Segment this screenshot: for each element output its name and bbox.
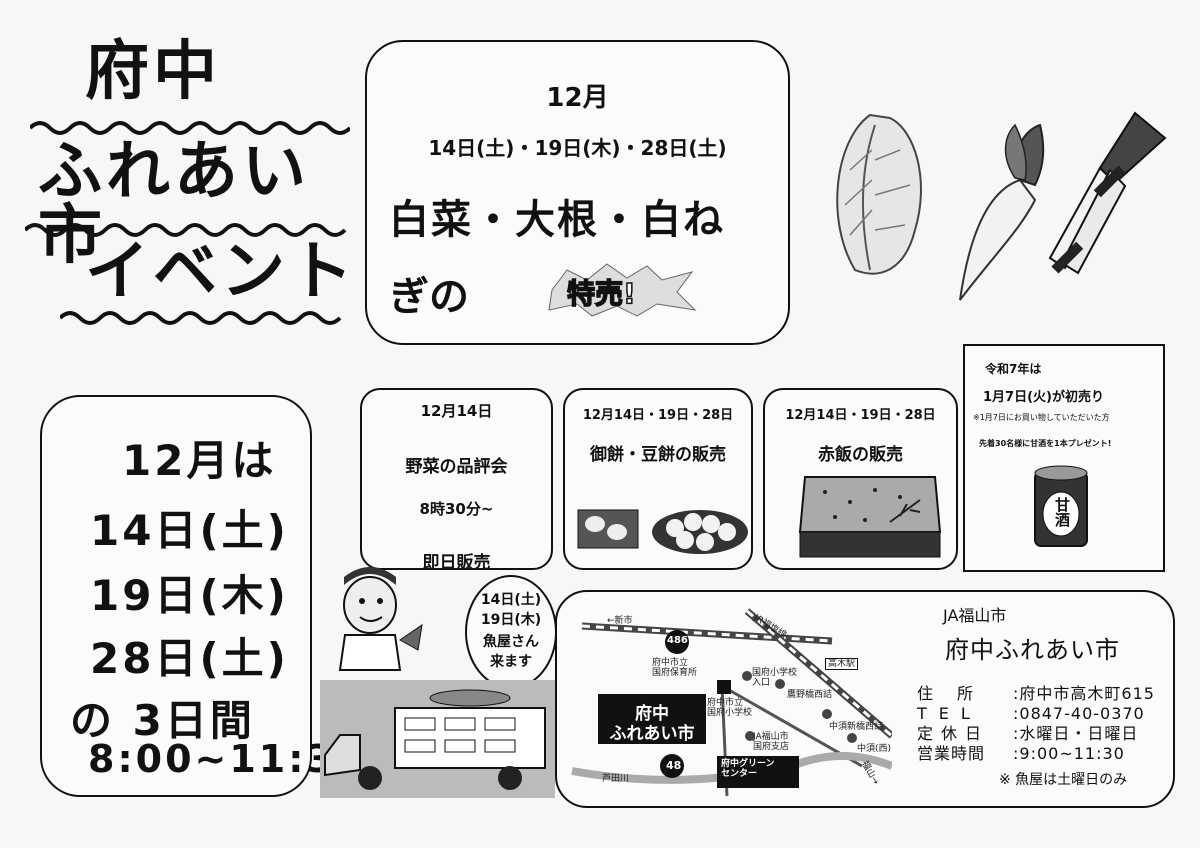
new-year-note: ※1月7日にお買い物していただいた方 xyxy=(973,413,1110,422)
route-486-badge: 486 xyxy=(667,635,688,646)
ashida-river-label: 芦田川 xyxy=(602,774,630,784)
event-title: 赤飯の販売 xyxy=(818,445,903,465)
truck-icon xyxy=(320,680,555,798)
special-sale-box: 12月 14日(土)・19日(木)・28日(土) 白菜・大根・白ね ぎの 特売! xyxy=(365,40,790,345)
event-box-sekihan: 12月14日・19日・28日 赤飯の販売 xyxy=(763,388,958,570)
nakasu-west-label: 中須(西) xyxy=(857,744,892,754)
title-wave-3 xyxy=(60,311,342,325)
new-year-year: 令和7年は xyxy=(985,362,1042,376)
info-row-hours: 営業時間:9:00~11:30 xyxy=(917,744,1125,763)
map-info-box: 486 48 ←新市 JR福塩線 高木駅 府中市立 国府保育所 国府小学校 入口… xyxy=(555,590,1175,808)
speech-bubble: 14日(土) 19日(木) 魚屋さん 来ます xyxy=(465,575,557,689)
info-shop-name: 府中ふれあい市 xyxy=(945,636,1120,664)
info-row-tel: TEL:0847-40-0370 xyxy=(917,704,1145,723)
sale-headline-1: 白菜・大根・白ね xyxy=(389,197,725,243)
fish-vendor-icon xyxy=(338,567,423,671)
takagi-station-label: 高木駅 xyxy=(825,658,859,670)
new-year-first-sale: 1月7日(火)が初売り xyxy=(983,390,1104,405)
yanno-bridge-label: 鷹野橋西詰 xyxy=(787,690,833,700)
sale-month: 12月 xyxy=(546,83,609,113)
event-title: 府中 ふれあい市 イベント xyxy=(25,35,360,330)
schedule-duration: の 3日間 xyxy=(70,696,255,745)
schedule-date-2: 19日(木) xyxy=(90,571,289,620)
event-note: 即日販売 xyxy=(422,553,491,573)
nakasu-bridge-label: 中須新橋西詰 xyxy=(829,722,884,732)
sale-badge-text: 特売! xyxy=(566,276,636,311)
title-wave-1 xyxy=(30,121,350,135)
schedule-date-3: 28日(土) xyxy=(90,634,289,683)
mochi-icon xyxy=(577,509,748,554)
speech-line-2: 19日(木) xyxy=(480,612,542,628)
speech-line-1: 14日(土) xyxy=(480,592,542,608)
schedule-date-1: 14日(土) xyxy=(90,506,289,555)
speech-line-3: 魚屋さん xyxy=(483,634,539,650)
new-year-present: 先着30名様に甘酒を1本プレゼント! xyxy=(979,439,1112,448)
sale-headline-2: ぎの xyxy=(389,274,469,320)
schedule-box: 12月は 14日(土) 19日(木) 28日(土) の 3日間 8:00~11:… xyxy=(40,395,362,797)
shinichi-direction-label: ←新市 xyxy=(607,616,633,626)
event-date: 12月14日・19日・28日 xyxy=(785,408,936,423)
school-label: 府中市立 国府小学校 xyxy=(707,698,753,718)
ja-branch-label: JA福山市 国府支店 xyxy=(753,732,790,752)
sekihan-box-icon xyxy=(798,476,942,558)
new-year-box: 令和7年は 1月7日(火)が初売り ※1月7日にお買い物していただいた方 先着3… xyxy=(963,344,1165,572)
event-title: 御餅・豆餅の販売 xyxy=(590,445,726,465)
title-wave-2 xyxy=(25,223,347,237)
event-date: 12月14日・19日・28日 xyxy=(582,408,734,423)
event-date: 12月14日 xyxy=(420,402,493,420)
event-title: 野菜の品評会 xyxy=(405,457,508,477)
green-center-label: 府中グリーン センター xyxy=(721,759,775,779)
speech-line-4: 来ます xyxy=(490,654,532,670)
map-shop-name-2: ふれあい市 xyxy=(609,724,695,744)
sale-dates: 14日(土)・19日(木)・28日(土) xyxy=(428,136,727,160)
nursery-label: 府中市立 国府保育所 xyxy=(652,658,698,678)
burst-icon xyxy=(548,263,697,317)
amazake-can-icon: 甘酒 xyxy=(1031,464,1091,552)
info-note: ※ 魚屋は土曜日のみ xyxy=(999,772,1128,788)
hakusai-icon xyxy=(836,113,922,275)
info-row-address: 住 所:府中市高木町615 xyxy=(917,684,1155,703)
sale-badge: 特売! xyxy=(547,262,697,318)
schedule-intro: 12月は xyxy=(122,436,277,485)
schedule-hours: 8:00~11:30 xyxy=(88,737,366,781)
negi-icon xyxy=(1048,111,1167,275)
event-box-mochi: 12月14日・19日・28日 御餅・豆餅の販売 xyxy=(563,388,753,570)
daikon-icon xyxy=(959,123,1045,301)
title-line-3: イベント xyxy=(85,235,357,309)
access-map xyxy=(571,608,892,797)
fish-vendor-area: 14日(土) 19日(木) 魚屋さん 来ます xyxy=(320,555,557,800)
title-line-2: ふれあい市 xyxy=(38,135,310,273)
can-label: 甘酒 xyxy=(1053,497,1071,527)
info-org: JA福山市 xyxy=(943,606,1007,625)
route-48-badge: 48 xyxy=(666,759,682,772)
map-shop-name-1: 府中 xyxy=(635,704,669,724)
event-box-vegetable-fair: 12月14日 野菜の品評会 8時30分~ 即日販売 xyxy=(360,388,553,573)
info-rows: 住 所:府中市高木町615 TEL:0847-40-0370 定休日:水曜日・日… xyxy=(917,684,1172,764)
school-entrance-label: 国府小学校 入口 xyxy=(752,668,798,688)
info-row-holiday: 定休日:水曜日・日曜日 xyxy=(917,724,1139,743)
event-time: 8時30分~ xyxy=(419,500,494,518)
title-line-1: 府中 xyxy=(85,35,221,109)
